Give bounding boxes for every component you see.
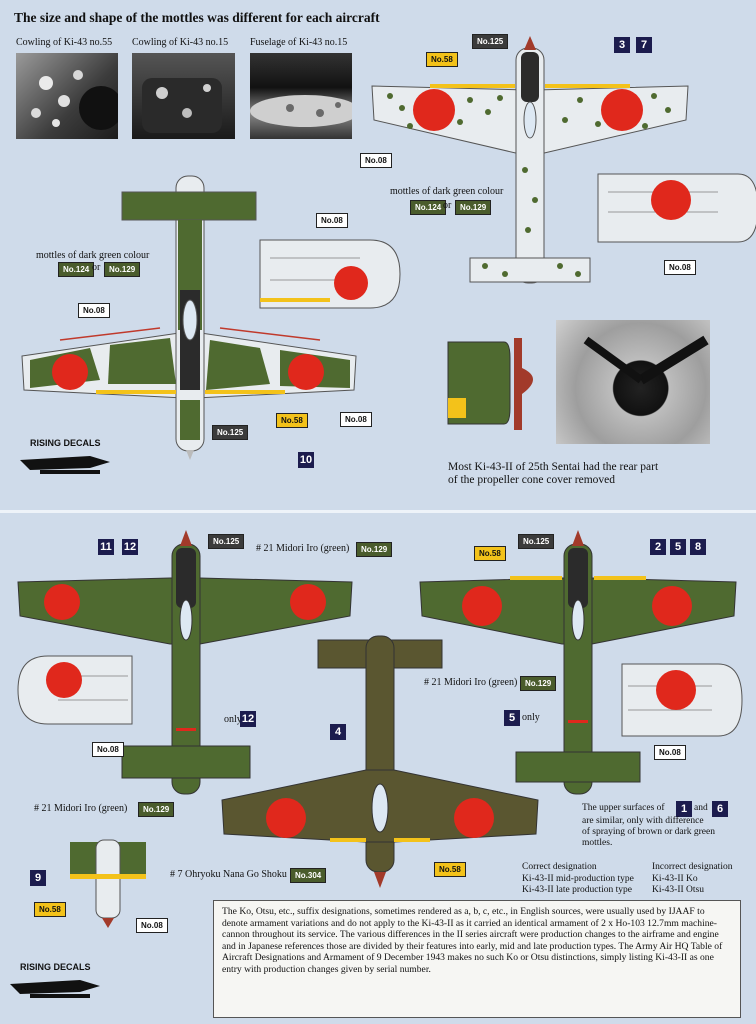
only-label-12: only [224, 714, 242, 725]
logo-plane-silhouette-bottom [10, 980, 100, 998]
designation-explanation-box: The Ko, Otsu, etc., suffix designations,… [213, 900, 741, 1018]
photo-caption-1: Cowling of Ki-43 no.55 [16, 37, 113, 48]
correct-designation-header: Correct designation [522, 862, 597, 872]
decal-no08-f: No.08 [92, 742, 124, 757]
decal-no08-d: No.08 [340, 412, 372, 427]
ohryoku-label: # 7 Ohryoku Nana Go Shoku [170, 869, 287, 880]
plane-underside-small [70, 839, 146, 928]
upper-surfaces-line3: of spraying of brown or dark green [582, 827, 715, 837]
upper-surfaces-pre: The upper surfaces of [582, 803, 665, 813]
designation-row2-correct: Ki-43-II late production type [522, 885, 633, 895]
cowling-15-detail [142, 78, 222, 133]
propeller-side-view [447, 338, 533, 430]
decal-no125-a: No.125 [472, 34, 509, 49]
propeller-blades [583, 335, 709, 385]
decal-no08-h: No.08 [136, 918, 168, 933]
decal-no58-c: No.58 [434, 862, 466, 877]
decal-no129-c: No.129 [356, 542, 393, 557]
decal-no08-b: No.08 [664, 260, 696, 275]
decal-no08-g: No.08 [654, 745, 686, 760]
midori-label-a: # 21 Midori Iro (green) [256, 543, 350, 554]
fuselage-15-detail [250, 95, 352, 127]
midori-label-c: # 21 Midori Iro (green) [34, 803, 128, 814]
midori-label-b: # 21 Midori Iro (green) [424, 677, 518, 688]
wingtip-detail-bottom-left [17, 655, 133, 725]
mottles-label-b: mottles of dark green colour [36, 250, 150, 261]
upper-surfaces-and: and [694, 803, 708, 813]
scheme-number-8: 8 [690, 539, 706, 555]
plane-bottom-left-green [17, 530, 353, 795]
wingtip-detail-top-right [597, 173, 756, 243]
photo-cowling-15 [132, 53, 235, 139]
decal-no58-b: No.58 [276, 413, 308, 428]
designation-row1-incorrect: Ki-43-II Ko [652, 874, 698, 884]
decal-no08-c: No.08 [78, 303, 110, 318]
scheme-number-11: 11 [98, 539, 114, 555]
scheme-number-6: 6 [712, 801, 728, 817]
designation-row2-incorrect: Ki-43-II Otsu [652, 885, 704, 895]
decal-no125-d: No.125 [518, 534, 555, 549]
decal-no129-a: No.129 [455, 200, 492, 215]
photo-caption-3: Fuselage of Ki-43 no.15 [250, 37, 348, 48]
plane-center-brown [221, 635, 539, 888]
decal-no58-e: No.58 [34, 902, 66, 917]
section-divider [0, 510, 756, 513]
decal-no58-d: No.58 [474, 546, 506, 561]
or-label-b: or [92, 262, 101, 273]
upper-surfaces-line2: are similar, only with difference [582, 816, 704, 826]
decal-no304: No.304 [290, 868, 327, 883]
decal-no08-e: No.08 [316, 213, 348, 228]
scheme-number-5-only: 5 [504, 710, 520, 726]
decal-no125-c: No.125 [208, 534, 245, 549]
decal-no08-a: No.08 [360, 153, 392, 168]
plane-top-left-mottled [21, 175, 357, 460]
scheme-number-5: 5 [670, 539, 686, 555]
plane-top-right-silver [371, 36, 689, 284]
photo-cowling-55 [16, 53, 118, 139]
logo-plane-silhouette-top [20, 456, 110, 474]
scheme-number-12-only: 12 [240, 711, 256, 727]
scheme-number-4: 4 [330, 724, 346, 740]
decal-no124-a: No.124 [410, 200, 447, 215]
rising-decals-logo-bottom: RISING DECALS [20, 962, 91, 972]
sheet-title: The size and shape of the mottles was di… [14, 10, 380, 25]
scheme-number-12: 12 [122, 539, 138, 555]
upper-surfaces-line4: mottles. [582, 838, 613, 848]
wingtip-detail-top-left [259, 239, 401, 309]
decal-no129-d: No.129 [520, 676, 557, 691]
plane-bottom-right-green [419, 530, 737, 795]
rising-decals-logo-top: RISING DECALS [30, 438, 101, 448]
designation-row1-correct: Ki-43-II mid-production type [522, 874, 634, 884]
decal-no125-b: No.125 [212, 425, 249, 440]
wingtip-detail-bottom-right [621, 663, 743, 737]
cowling-mottle-pattern [31, 70, 118, 130]
incorrect-designation-header: Incorrect designation [652, 862, 733, 872]
scheme-number-9: 9 [30, 870, 46, 886]
decal-no129-e: No.129 [138, 802, 175, 817]
prop-caption-line-2: of the propeller cone cover removed [448, 474, 615, 486]
scheme-number-1: 1 [676, 801, 692, 817]
scheme-number-10: 10 [298, 452, 314, 468]
photo-fuselage-15 [250, 53, 352, 139]
photo-caption-2: Cowling of Ki-43 no.15 [132, 37, 229, 48]
photo-propeller-cone [556, 320, 710, 444]
decal-no58-a: No.58 [426, 52, 458, 67]
prop-caption-line-1: Most Ki-43-II of 25th Sentai had the rea… [448, 461, 659, 473]
only-label-5: only [522, 712, 540, 723]
scheme-number-2: 2 [650, 539, 666, 555]
scheme-number-7: 7 [636, 37, 652, 53]
or-label-a: or [443, 200, 452, 211]
decal-no124-b: No.124 [58, 262, 95, 277]
mottles-label-a: mottles of dark green colour [390, 186, 504, 197]
scheme-number-3: 3 [614, 37, 630, 53]
decal-no129-b: No.129 [104, 262, 141, 277]
